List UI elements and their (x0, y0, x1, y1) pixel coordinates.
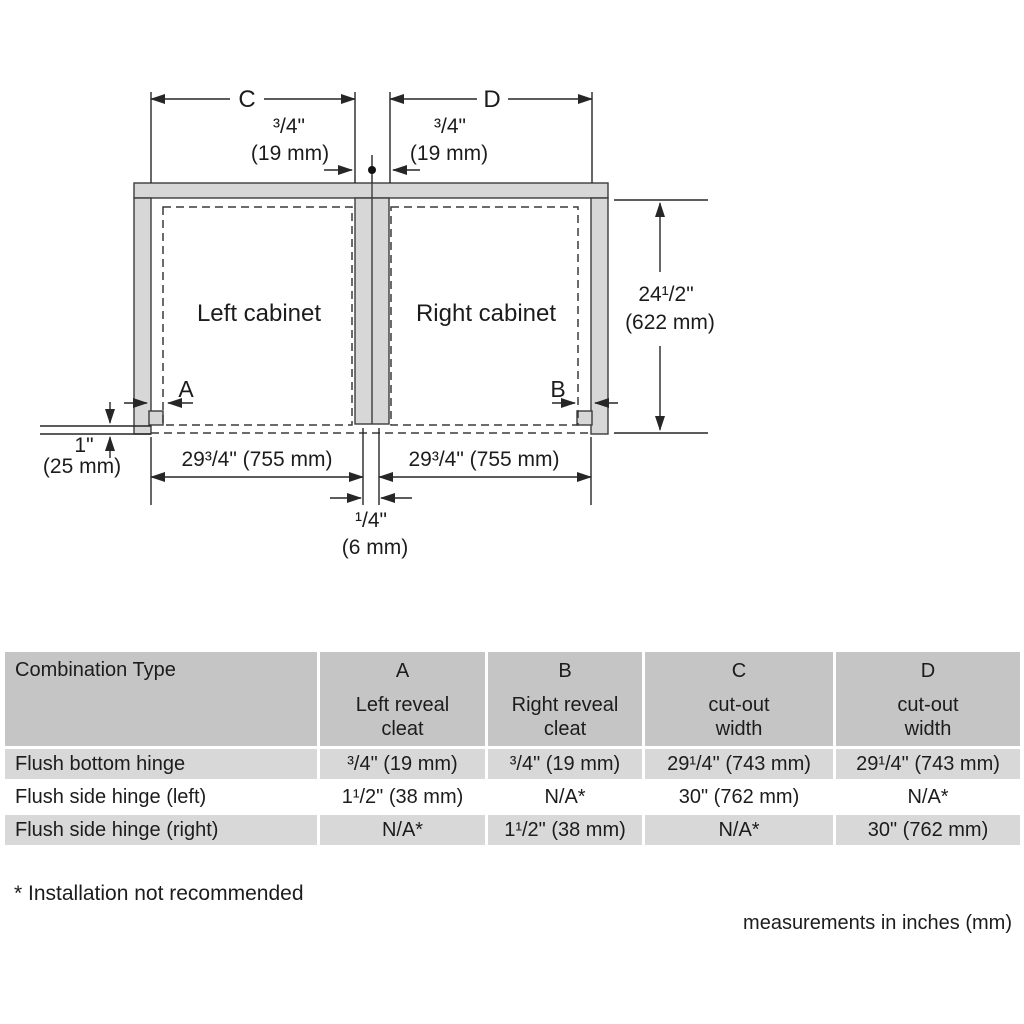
row-flush-right-b: 1¹/2" (38 mm) (488, 815, 642, 845)
right-reveal-mm-label: (19 mm) (410, 142, 488, 165)
left-width-label: 29³/4" (755 mm) (182, 448, 333, 471)
header-col-d-letter: D (920, 660, 936, 682)
header-col-a: A Left reveal cleat (320, 652, 485, 746)
height-inches-label: 24¹/2" (638, 283, 693, 306)
header-col-a-desc2: cleat (381, 718, 424, 740)
row-flush-bottom-b: ³/4" (19 mm) (488, 749, 642, 779)
gap-inches-label: ¹/4" (355, 509, 387, 532)
cutout-dashed-outlines (151, 206, 591, 434)
row-flush-left-label: Flush side hinge (left) (5, 782, 317, 812)
height-mm-label: (622 mm) (625, 311, 715, 334)
cabinet-cutout-diagram: C D ³/4" (19 mm) ³/4" (19 mm) Left cabin… (40, 86, 715, 559)
header-col-b-desc2: cleat (543, 718, 587, 740)
left-side-panel (133, 197, 152, 435)
dimension-lines (40, 92, 708, 505)
header-col-a-desc1: Left reveal (355, 694, 450, 716)
dim-c-label: C (238, 86, 255, 113)
top-rail (133, 182, 609, 199)
dim-b-label: B (550, 376, 565, 402)
right-side-panel (590, 197, 609, 435)
cabinet-structure (133, 182, 609, 435)
right-width-label: 29³/4" (755 mm) (409, 448, 560, 471)
header-col-a-letter: A (395, 660, 410, 682)
left-cabinet-label: Left cabinet (197, 300, 321, 327)
header-col-c-desc: cut-out width (708, 693, 769, 741)
row-flush-right-c: N/A* (645, 815, 833, 845)
header-col-b-desc: Right reveal cleat (512, 693, 619, 741)
installation-footnote: * Installation not recommended (14, 882, 304, 905)
row-flush-right-a: N/A* (320, 815, 485, 845)
row-flush-bottom-c: 29¹/4" (743 mm) (645, 749, 833, 779)
left-cutout-outline (162, 206, 353, 426)
left-reveal-cleat (148, 410, 164, 426)
right-cabinet-label: Right cabinet (416, 300, 556, 327)
left-reveal-mm-label: (19 mm) (251, 142, 329, 165)
header-col-b-letter: B (558, 660, 572, 682)
header-col-a-desc: Left reveal cleat (356, 693, 449, 741)
gap-mm-label: (6 mm) (342, 536, 409, 559)
base-inches-label: 1" (74, 434, 93, 457)
dim-a-label: A (178, 376, 194, 402)
right-reveal-inches-label: ³/4" (434, 115, 466, 138)
header-col-d-desc: cut-out width (897, 693, 958, 741)
row-flush-right-label: Flush side hinge (right) (5, 815, 317, 845)
dim-d-label: D (483, 86, 500, 113)
header-col-b: B Right reveal cleat (488, 652, 642, 746)
header-col-c-letter: C (731, 660, 747, 682)
units-footnote: measurements in inches (mm) (743, 912, 1012, 934)
header-col-d: D cut-out width (836, 652, 1020, 746)
right-cutout-outline (390, 206, 579, 426)
header-col-d-desc2: width (904, 718, 952, 740)
row-flush-bottom-a: ³/4" (19 mm) (320, 749, 485, 779)
row-flush-left-b: N/A* (488, 782, 642, 812)
center-reference-dot (368, 166, 376, 174)
header-col-c: C cut-out width (645, 652, 833, 746)
header-combination-type: Combination Type (5, 652, 317, 746)
row-flush-left-c: 30" (762 mm) (645, 782, 833, 812)
header-col-c-desc1: cut-out (708, 694, 770, 716)
left-reveal-inches-label: ³/4" (273, 115, 305, 138)
header-col-b-desc1: Right reveal (511, 694, 619, 716)
row-flush-bottom-label: Flush bottom hinge (5, 749, 317, 779)
header-col-c-desc2: width (715, 718, 763, 740)
row-flush-bottom-d: 29¹/4" (743 mm) (836, 749, 1020, 779)
row-flush-left-a: 1¹/2" (38 mm) (320, 782, 485, 812)
row-flush-right-d: 30" (762 mm) (836, 815, 1020, 845)
row-flush-left-d: N/A* (836, 782, 1020, 812)
combination-spec-table: Combination Type A Left reveal cleat B R… (5, 652, 1020, 845)
header-col-d-desc1: cut-out (897, 694, 959, 716)
base-mm-label: (25 mm) (43, 455, 121, 478)
right-reveal-cleat (576, 410, 593, 426)
